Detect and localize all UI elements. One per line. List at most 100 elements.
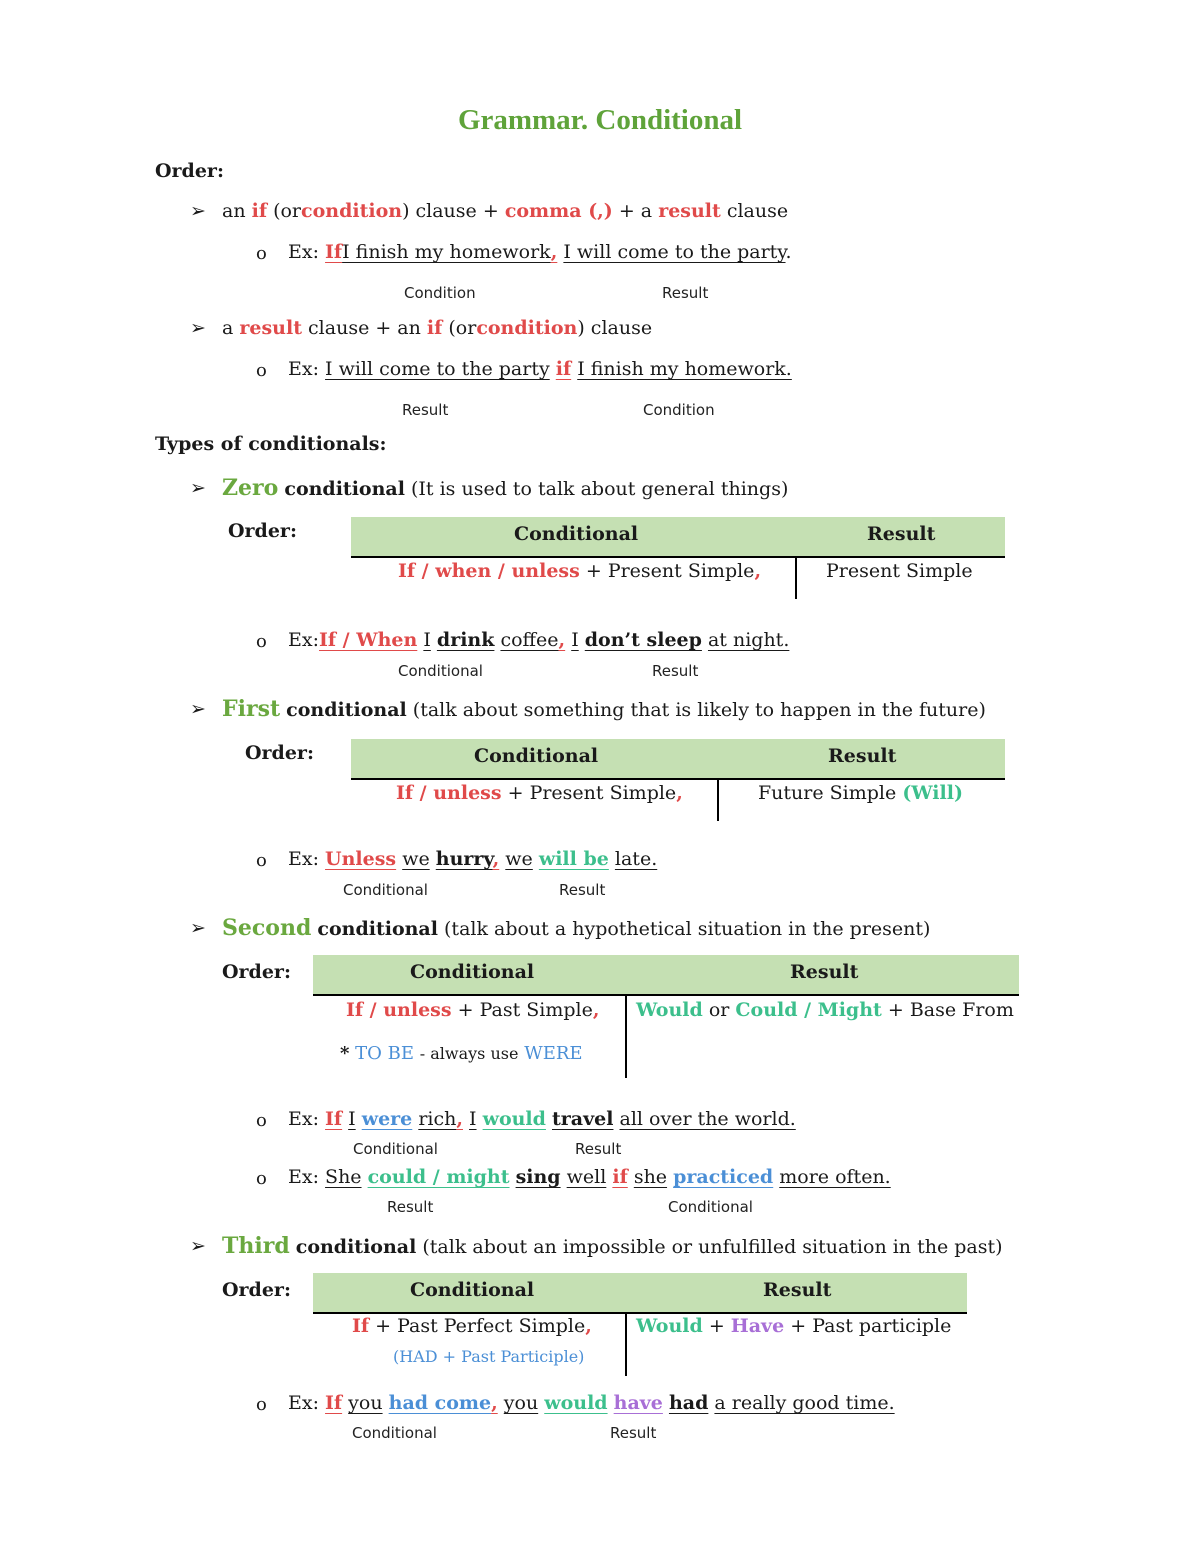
- text: she: [633, 1166, 668, 1188]
- third-formula: If + Past Perfect Simple,: [352, 1315, 592, 1337]
- text: I: [348, 1108, 356, 1130]
- text: (talk about a hypothetical situation in …: [444, 918, 931, 940]
- text: If: [352, 1315, 370, 1337]
- text: condition: [476, 317, 578, 339]
- text: Ex:: [288, 848, 319, 870]
- text: (Will): [902, 782, 963, 804]
- third-note: (HAD + Past Participle): [393, 1347, 585, 1366]
- text: (or: [273, 200, 302, 222]
- arrow-bullet-icon: ➢: [190, 1235, 206, 1257]
- text: I: [571, 629, 579, 651]
- text: conditional: [317, 918, 438, 940]
- zero-table-header: Conditional Result: [351, 517, 1005, 558]
- text: Third: [222, 1233, 290, 1259]
- label-result: Result: [575, 1140, 622, 1158]
- text: a: [222, 317, 234, 339]
- label-conditional: Conditional: [668, 1198, 753, 1216]
- label-result: Result: [662, 284, 709, 302]
- text: +: [708, 1315, 725, 1337]
- label-conditional: Conditional: [352, 1424, 437, 1442]
- label-result: Result: [387, 1198, 434, 1216]
- text: will be: [538, 848, 609, 870]
- text: had come: [388, 1392, 492, 1414]
- text: would: [482, 1108, 546, 1130]
- text: *: [340, 1043, 350, 1064]
- text: .: [785, 241, 792, 263]
- text: Ex:: [288, 1108, 319, 1130]
- order-rule-2: a result clause + an if (orcondition) cl…: [222, 317, 652, 339]
- first-example: Ex: Unless we hurry, we will be late.: [288, 848, 657, 870]
- text: we: [402, 848, 430, 870]
- second-result: Would or Could / Might + Base From: [636, 999, 1014, 1021]
- text: had: [668, 1392, 709, 1414]
- text: rich: [418, 1108, 457, 1130]
- col-result: Result: [790, 961, 859, 983]
- text: ,: [558, 629, 566, 651]
- text: a really good time.: [714, 1392, 895, 1414]
- text: I: [469, 1108, 477, 1130]
- text: She: [325, 1166, 362, 1188]
- arrow-bullet-icon: ➢: [190, 917, 206, 939]
- page-title: Grammar. Conditional: [457, 104, 743, 136]
- text: - always use: [419, 1044, 519, 1063]
- text: Would: [636, 1315, 703, 1337]
- order-label: Order:: [222, 1279, 291, 1301]
- text: + Base From: [887, 999, 1014, 1021]
- label-result: Result: [652, 662, 699, 680]
- col-conditional: Conditional: [410, 961, 535, 983]
- arrow-bullet-icon: ➢: [190, 698, 206, 720]
- text: you: [348, 1392, 383, 1414]
- text: ,: [491, 1392, 498, 1414]
- text: or: [708, 999, 730, 1021]
- text: sing: [515, 1166, 561, 1188]
- second-formula: If / unless + Past Simple,: [346, 999, 599, 1021]
- table-divider: [717, 779, 719, 821]
- text: ,: [676, 782, 683, 804]
- text: ,: [456, 1108, 463, 1130]
- text: (talk about an impossible or unfulfilled…: [422, 1236, 1003, 1258]
- text: I finish my homework.: [577, 358, 792, 380]
- arrow-bullet-icon: ➢: [190, 477, 206, 499]
- text: I will come to the party: [325, 358, 550, 380]
- text: Ex:: [288, 1392, 319, 1414]
- order-label: Order:: [222, 961, 291, 983]
- text: travel: [552, 1108, 614, 1130]
- third-heading: Third conditional (talk about an impossi…: [222, 1233, 1003, 1259]
- col-conditional: Conditional: [474, 745, 599, 767]
- text: Unless: [325, 848, 397, 870]
- third-table-header: Conditional Result: [313, 1273, 967, 1314]
- text: result: [239, 317, 302, 339]
- table-divider: [795, 557, 797, 599]
- text: would: [544, 1392, 608, 1414]
- third-example: Ex: If you had come, you would have had …: [288, 1392, 895, 1414]
- text: ) clause +: [402, 200, 499, 222]
- text: If / When: [319, 629, 418, 651]
- col-result: Result: [867, 523, 936, 545]
- types-heading: Types of conditionals:: [155, 433, 387, 455]
- text: conditional: [295, 1236, 417, 1258]
- text: + Present Simple: [507, 782, 677, 804]
- text: conditional: [284, 478, 405, 500]
- text: (talk about something that is likely to …: [412, 699, 986, 721]
- first-result: Future Simple (Will): [758, 782, 963, 804]
- zero-example: Ex:If / When I drink coffee, I don’t sle…: [288, 629, 789, 651]
- zero-formula: If / when / unless + Present Simple,: [398, 560, 761, 582]
- text: If / unless: [346, 999, 452, 1021]
- label-result: Result: [402, 401, 449, 419]
- text: clause: [726, 200, 789, 222]
- first-formula: If / unless + Present Simple,: [396, 782, 683, 804]
- text: I: [423, 629, 431, 651]
- first-table-header: Conditional Result: [351, 739, 1005, 780]
- text: (or: [448, 317, 477, 339]
- col-conditional: Conditional: [410, 1279, 535, 1301]
- text: If: [325, 1108, 343, 1130]
- arrow-bullet-icon: ➢: [190, 200, 206, 222]
- order-heading: Order:: [155, 160, 224, 182]
- label-condition: Condition: [404, 284, 476, 302]
- label-conditional: Conditional: [343, 881, 428, 899]
- text: hurry: [435, 848, 493, 870]
- zero-heading: Zero conditional (It is used to talk abo…: [222, 475, 788, 501]
- text: don’t sleep: [584, 629, 702, 651]
- col-result: Result: [763, 1279, 832, 1301]
- text: an: [222, 200, 246, 222]
